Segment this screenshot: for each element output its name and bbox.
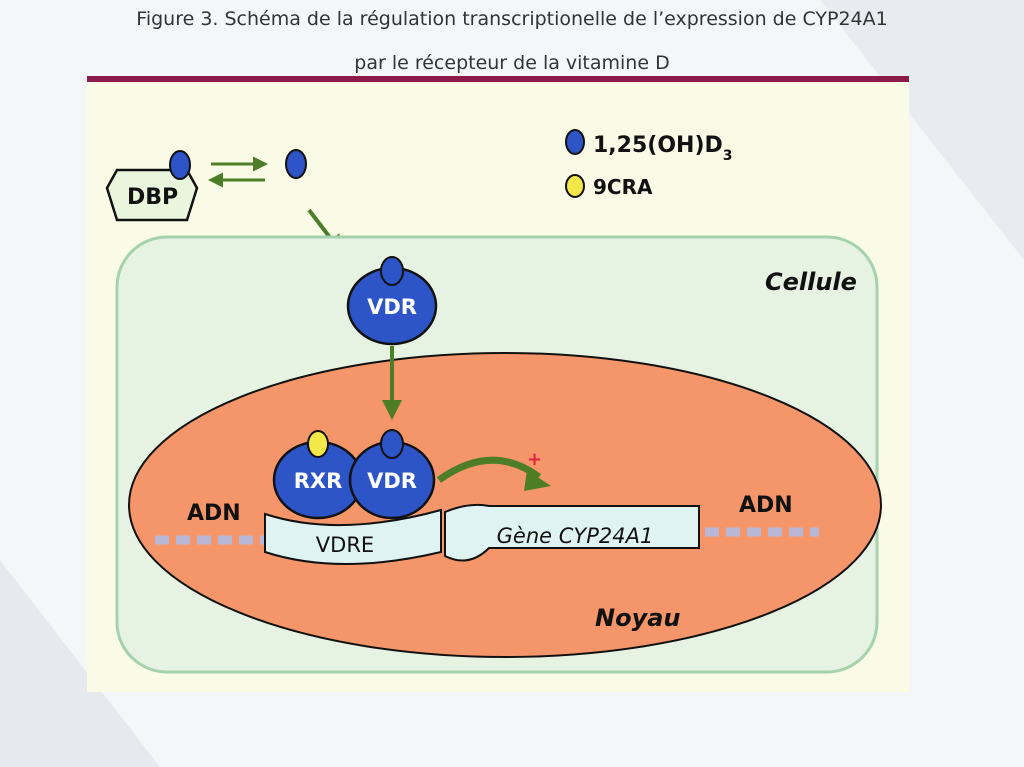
nucleus-label: Noyau — [595, 604, 681, 632]
figure-title-line1: Figure 3. Schéma de la régulation transc… — [136, 8, 888, 30]
dna-strand: VDRE Gène CYP24A1 ADN ADN — [155, 493, 819, 565]
equilibrium-arrows — [208, 156, 268, 188]
transcription-activation-arrow: + — [436, 449, 551, 491]
rxr-bound-9cra — [307, 430, 329, 458]
activation-plus-sign: + — [527, 449, 542, 470]
vdr-label: VDR — [367, 295, 417, 319]
vdr-bound-vitamin-d — [380, 256, 404, 286]
nuclear-vdr-bound-vitamin-d — [380, 429, 404, 459]
cytoplasmic-vdr: VDR — [346, 256, 438, 346]
legend-9cra-label: 9CRA — [593, 175, 653, 199]
legend-vitamin-d-label: 1,25(OH)D3 — [593, 133, 733, 164]
dbp-complex: DBP — [105, 150, 199, 222]
gene-label: Gène CYP24A1 — [497, 524, 654, 548]
legend: 1,25(OH)D3 9CRA — [565, 129, 733, 199]
cyp24a1-regulation-diagram: 1,25(OH)D3 9CRA DBP Cellule VDR Noyau VD… — [87, 82, 909, 692]
legend-vitamin-d-swatch — [565, 129, 585, 155]
figure-title-line2: par le récepteur de la vitamine D — [354, 52, 670, 74]
vdre-label: VDRE — [316, 533, 374, 557]
cyp24a1-gene — [444, 503, 700, 562]
free-vitamin-d-ligand — [285, 149, 307, 179]
vdre-element — [264, 508, 442, 565]
dbp-bound-vitamin-d — [169, 150, 191, 180]
dbp-label: DBP — [127, 185, 178, 210]
cell-label: Cellule — [765, 268, 857, 296]
rxr-label: RXR — [294, 469, 343, 493]
title-divider — [87, 76, 909, 82]
legend-9cra-swatch — [565, 174, 585, 198]
rxr-vdr-heterodimer: RXR VDR — [272, 429, 436, 520]
dna-left-label: ADN — [187, 501, 241, 526]
dna-right-label: ADN — [739, 493, 793, 518]
nuclear-vdr-label: VDR — [367, 469, 417, 493]
